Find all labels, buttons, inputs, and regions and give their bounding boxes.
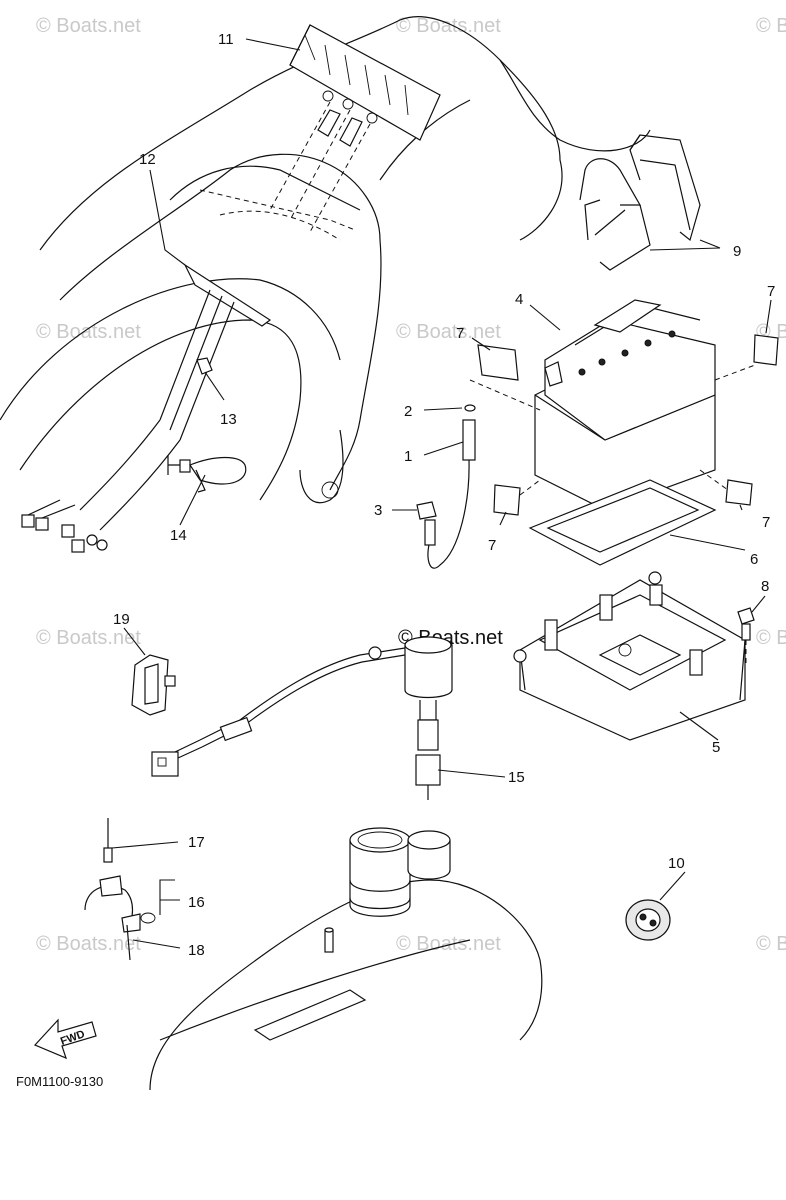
- callout-7d: 7: [762, 514, 770, 531]
- callout-7c: 7: [488, 537, 496, 554]
- part-6-battery-mat: [528, 479, 717, 566]
- callout-9: 9: [733, 243, 741, 260]
- callout-18: 18: [188, 942, 205, 959]
- part-12-bracket: [21, 263, 272, 553]
- callout-10: 10: [668, 855, 685, 872]
- diagram-code: F0M1100-9130: [16, 1074, 103, 1089]
- part-13-clip: [196, 357, 213, 375]
- part-15-sensor-assembly: [151, 636, 453, 800]
- watermark: © Boats.net: [36, 321, 141, 343]
- callout-4: 4: [515, 291, 523, 308]
- part-3-hose-clamp: [416, 501, 437, 546]
- watermark: © Boats.net: [36, 15, 141, 37]
- watermark: © Boats.net: [756, 933, 786, 955]
- watermark: © Boats.net: [396, 321, 501, 343]
- callout-14: 14: [170, 527, 187, 544]
- fuel-tank-outline: [149, 827, 543, 1091]
- part-8-bolt: [737, 607, 755, 665]
- part-10-grommet: [625, 899, 671, 941]
- part-14-cable-tie: [167, 455, 247, 493]
- part-7-stickers: [469, 334, 779, 516]
- callout-5: 5: [712, 739, 720, 756]
- callout-17: 17: [188, 834, 205, 851]
- callout-2: 2: [404, 403, 412, 420]
- callout-11: 11: [218, 31, 234, 48]
- watermark: © Boats.net: [36, 627, 141, 649]
- callout-6: 6: [750, 551, 758, 568]
- callout-7b: 7: [767, 283, 775, 300]
- callout-numbers: 11 12 13 14 4 7 7 7 7 2 1 3 6 9 8 5 19 1…: [113, 31, 775, 959]
- watermark: © Boats.net: [36, 933, 141, 955]
- leader-lines: [111, 38, 772, 949]
- part-19-cover: [131, 654, 176, 716]
- part-5-battery-box: [513, 571, 746, 741]
- part-11-meter-assembly: [269, 24, 441, 233]
- callout-12: 12: [139, 151, 156, 168]
- callout-8: 8: [761, 578, 769, 595]
- part-16-clamp-bracket: [84, 875, 156, 933]
- callout-15: 15: [508, 769, 525, 786]
- watermark: © Boats.net: [396, 933, 501, 955]
- callout-13: 13: [220, 411, 237, 428]
- part-9-battery-bands: [579, 134, 701, 271]
- callout-3: 3: [374, 502, 382, 519]
- hull-outline: [0, 16, 651, 504]
- part-2-washer: [464, 404, 476, 412]
- fwd-direction-arrow: FWD: [33, 1018, 97, 1060]
- watermark: © Boats.net: [396, 15, 501, 37]
- callout-7a: 7: [456, 325, 464, 342]
- watermark: © Boats.net: [756, 627, 786, 649]
- part-4-battery: [534, 299, 716, 511]
- callout-1: 1: [404, 448, 412, 465]
- callout-16: 16: [188, 894, 205, 911]
- watermark: © Boats.net: [756, 15, 786, 37]
- part-17-rivet: [103, 818, 113, 863]
- part-1-breather-hose: [427, 419, 476, 569]
- part-18-cable-tie: [126, 924, 131, 961]
- watermarks: © Boats.net © Boats.net © Boats.net © Bo…: [36, 15, 786, 955]
- callout-19: 19: [113, 611, 130, 628]
